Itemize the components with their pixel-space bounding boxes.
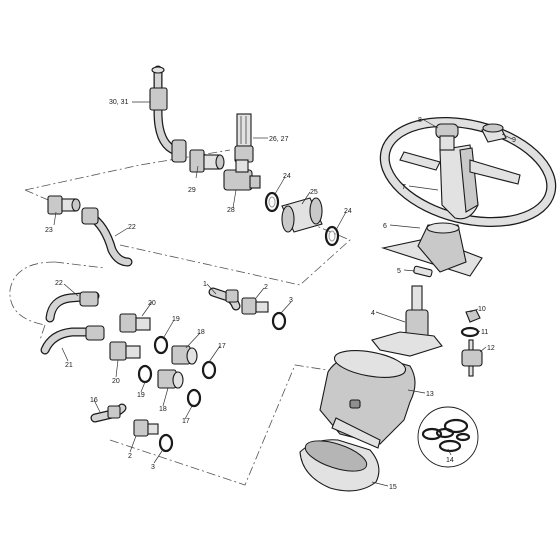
callout-20-upper: 20 xyxy=(148,300,156,307)
callout-14: 14 xyxy=(446,457,454,464)
callout-11: 11 xyxy=(481,329,488,336)
callout-12: 12 xyxy=(487,345,495,352)
callout-28: 28 xyxy=(227,207,235,214)
callout-23: 23 xyxy=(45,227,53,234)
callout-16: 16 xyxy=(90,397,98,404)
callout-2-lower: 2 xyxy=(128,453,132,460)
callout-19-upper: 19 xyxy=(172,316,180,323)
callout-22-middle: 22 xyxy=(55,280,63,287)
callout-9: 9 xyxy=(512,137,516,144)
callout-3-upper: 3 xyxy=(289,297,293,304)
seal-kit-14 xyxy=(417,406,479,468)
seal-ring-3-lower xyxy=(158,433,174,453)
callout-17-upper: 17 xyxy=(218,343,226,350)
pipe-25 xyxy=(281,197,323,233)
hose-30-31 xyxy=(149,65,187,163)
callout-26-27: 26, 27 xyxy=(269,136,289,143)
callout-24-lower: 24 xyxy=(344,208,352,215)
callout-10: 10 xyxy=(478,306,486,313)
elbow-16 xyxy=(90,403,127,423)
adapter-2-upper xyxy=(241,297,269,315)
hose-21 xyxy=(40,325,105,355)
adapter-23 xyxy=(47,195,81,215)
callout-1: 1 xyxy=(203,281,207,288)
callout-24-upper: 24 xyxy=(283,173,291,180)
seal-ring-17-lower xyxy=(186,388,202,408)
mount-12 xyxy=(461,339,483,377)
dust-cap-15 xyxy=(299,439,380,492)
leader-lines xyxy=(53,101,513,487)
callout-3-lower: 3 xyxy=(151,464,155,471)
nut-18-upper xyxy=(171,345,198,365)
hose-22-upper xyxy=(81,207,133,267)
callout-13: 13 xyxy=(426,391,434,398)
callout-4: 4 xyxy=(371,310,375,317)
elbow-1 xyxy=(208,287,241,311)
callout-29: 29 xyxy=(188,187,196,194)
callout-8: 8 xyxy=(418,117,422,124)
callout-2-upper: 2 xyxy=(264,284,268,291)
hose-22-middle xyxy=(45,291,100,323)
callout-20-lower: 20 xyxy=(112,378,120,385)
callout-19-lower: 19 xyxy=(137,392,145,399)
adapter-20-upper xyxy=(119,313,151,333)
seal-ring-17-upper xyxy=(201,360,217,380)
callout-30-31: 30, 31 xyxy=(109,99,129,106)
callout-17-lower: 17 xyxy=(182,418,190,425)
nut-18-lower xyxy=(157,369,184,389)
adapter-2-lower xyxy=(133,419,159,437)
callout-7: 7 xyxy=(402,184,406,191)
callout-15: 15 xyxy=(389,484,397,491)
callout-6: 6 xyxy=(383,223,387,230)
callout-labels: 30, 31 26, 27 29 28 24 25 24 23 22 22 21… xyxy=(45,99,516,491)
cap-9 xyxy=(481,123,507,143)
seal-ring-3-upper xyxy=(271,311,287,331)
key-5 xyxy=(413,265,433,278)
callout-5: 5 xyxy=(397,268,401,275)
adapter-29 xyxy=(189,149,225,173)
seal-ring-19-upper xyxy=(153,335,169,355)
callout-22-upper: 22 xyxy=(128,224,136,231)
callout-25: 25 xyxy=(310,189,318,196)
boot-6 xyxy=(380,222,483,277)
hose-end-26-27 xyxy=(234,113,254,163)
column-4 xyxy=(371,285,443,357)
callout-18-lower: 18 xyxy=(159,406,167,413)
seal-ring-24-lower xyxy=(324,225,340,247)
steering-wheel-7 xyxy=(379,116,557,228)
knob-8 xyxy=(435,123,459,151)
adapter-20-lower xyxy=(109,341,141,361)
steering-unit-13 xyxy=(319,350,416,449)
seal-ring-24-upper xyxy=(264,191,280,213)
callout-18-upper: 18 xyxy=(197,329,205,336)
tee-28 xyxy=(223,159,261,191)
washer-11 xyxy=(460,326,480,338)
seal-ring-19-lower xyxy=(137,364,153,384)
callout-21: 21 xyxy=(65,362,73,369)
